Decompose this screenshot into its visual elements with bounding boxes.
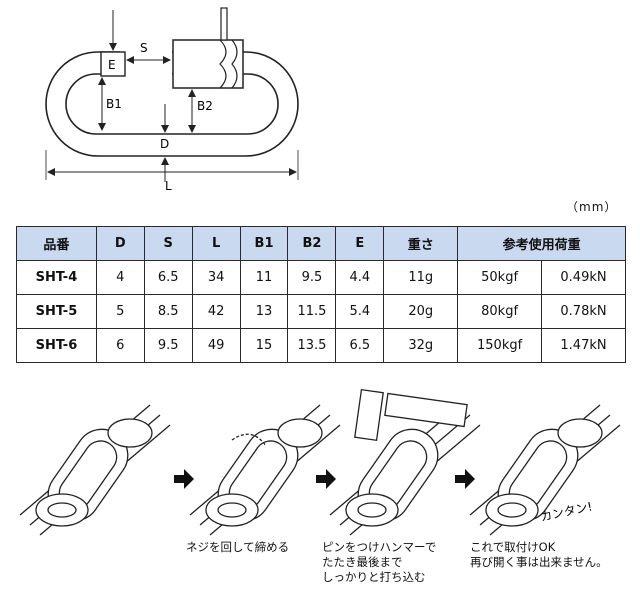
e-block <box>100 51 126 77</box>
header-model: 品番 <box>16 226 97 261</box>
label-B2: B2 <box>197 99 213 113</box>
cell-model: SHT-4 <box>16 260 97 295</box>
cell: 150kgf <box>457 328 543 363</box>
step-arrow-2 <box>316 469 336 489</box>
cell: 49 <box>191 328 241 363</box>
usage-steps-illustration: カンタン! <box>19 388 621 536</box>
header-weight: 重さ <box>383 226 459 261</box>
cell: 34 <box>191 260 241 295</box>
cell: 15 <box>239 328 289 363</box>
cell: 50kgf <box>457 260 543 295</box>
table-header-row: 品番 D S L B1 B2 E 重さ 参考使用荷重 <box>16 226 626 261</box>
header-l: L <box>191 226 241 261</box>
cell: 42 <box>191 294 241 329</box>
pin <box>220 7 228 41</box>
step-arrow-3 <box>455 469 475 489</box>
cell-model: SHT-5 <box>16 294 97 329</box>
header-b1: B1 <box>239 226 289 261</box>
cell: 4 <box>95 260 145 295</box>
cell: 11 <box>239 260 289 295</box>
step4-illustration <box>469 404 621 536</box>
cell: 6.5 <box>143 260 193 295</box>
header-s: S <box>143 226 193 261</box>
dimension-diagram: E S B1 B2 D L <box>45 7 299 193</box>
spec-table: 品番 D S L B1 B2 E 重さ 参考使用荷重 SHT-4 4 6.5 3… <box>16 226 626 363</box>
hammer-icon <box>384 392 468 428</box>
cell: 80kgf <box>457 294 543 329</box>
label-S: S <box>140 41 148 55</box>
cell: 13.5 <box>287 328 337 363</box>
header-e: E <box>335 226 385 261</box>
cell: 9.5 <box>287 260 337 295</box>
step3-caption: ピンをつけハンマーで たたき最後まで しっかりと打ち込む <box>322 540 437 584</box>
label-D: D <box>160 137 169 151</box>
cell: 6 <box>95 328 145 363</box>
header-d: D <box>95 226 145 261</box>
header-load: 参考使用荷重 <box>457 226 626 261</box>
cell: 4.4 <box>335 260 385 295</box>
step2-illustration <box>189 404 341 536</box>
cell: 9.5 <box>143 328 193 363</box>
cell: 6.5 <box>335 328 385 363</box>
cell: 1.47kN <box>541 328 626 363</box>
label-L: L <box>165 179 172 193</box>
step4-caption: これで取付けOK 再び開く事は出来ません。 <box>470 540 608 569</box>
cell-model: SHT-6 <box>16 328 97 363</box>
unit-label: （mm） <box>566 200 618 214</box>
table-row: SHT-5 5 8.5 42 13 11.5 5.4 20g 80kgf 0.7… <box>16 294 626 329</box>
header-b2: B2 <box>287 226 337 261</box>
cell: 11g <box>383 260 459 295</box>
table-row: SHT-4 4 6.5 34 11 9.5 4.4 11g 50kgf 0.49… <box>16 260 626 295</box>
step1-illustration <box>19 404 171 536</box>
cell: 5.4 <box>335 294 385 329</box>
label-B1: B1 <box>106 97 122 111</box>
cell: 11.5 <box>287 294 337 329</box>
cell: 5 <box>95 294 145 329</box>
step2-caption: ネジを回して締める <box>186 540 290 554</box>
cell: 0.78kN <box>541 294 626 329</box>
link-inner-outline <box>65 73 279 135</box>
step3-illustration <box>329 388 481 536</box>
cell: 32g <box>383 328 459 363</box>
label-E: E <box>108 58 116 72</box>
cell: 0.49kN <box>541 260 626 295</box>
step-arrow-1 <box>174 469 194 489</box>
cell: 20g <box>383 294 459 329</box>
cell: 8.5 <box>143 294 193 329</box>
table-row: SHT-6 6 9.5 49 15 13.5 6.5 32g 150kgf 1.… <box>16 328 626 363</box>
cell: 13 <box>239 294 289 329</box>
